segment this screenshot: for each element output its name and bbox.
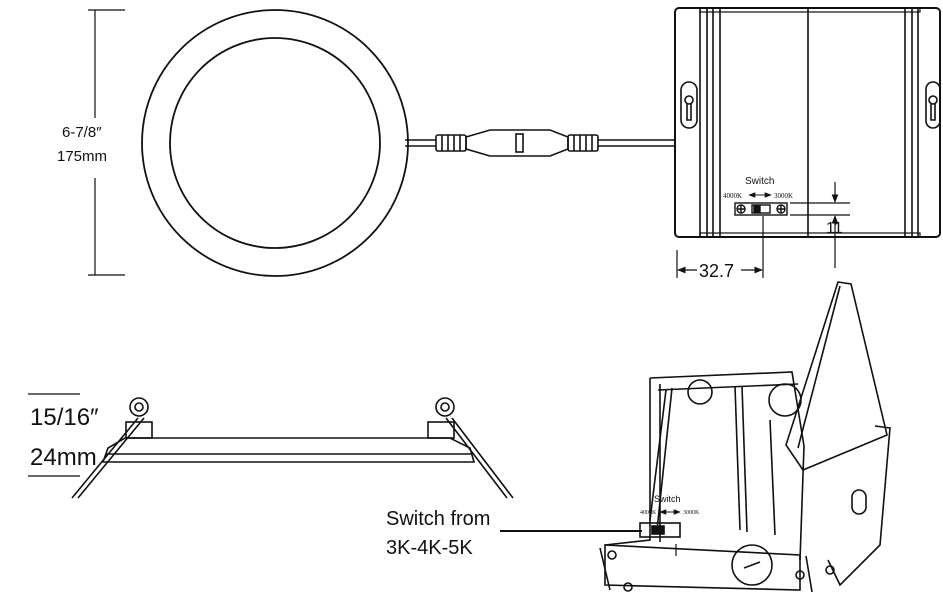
box-front-wall xyxy=(604,544,801,591)
callout-line2: 3K-4K-5K xyxy=(386,537,473,559)
spring-clip-right xyxy=(445,417,514,499)
iso-switch-right-label: 3000K xyxy=(683,510,700,516)
keyhole-right xyxy=(925,81,941,129)
panel-inner-ring xyxy=(169,37,381,249)
cable-connector xyxy=(405,129,675,157)
open-lid xyxy=(785,281,888,471)
iso-switch-title: Switch xyxy=(654,494,681,504)
profile-body xyxy=(101,437,476,463)
top-view-group: 6-7/8″ 175mm xyxy=(57,9,675,277)
iso-switch-left-label: 4000K xyxy=(640,510,657,516)
box-switch-body xyxy=(734,202,788,216)
side-profile: 15/16″ 24mm xyxy=(28,393,514,499)
callout-line1: Switch from xyxy=(386,508,490,530)
isometric-junction-box xyxy=(599,281,891,593)
height-fraction-label: 15/16″ xyxy=(30,404,99,431)
height-dim-label: 11 xyxy=(826,220,843,237)
diameter-metric-label: 175mm xyxy=(57,148,107,165)
height-metric-label: 24mm xyxy=(30,444,97,471)
keyhole-left xyxy=(680,81,698,129)
panel-outer-ring xyxy=(141,9,409,277)
box-switch-title: Switch xyxy=(745,176,774,187)
spring-clip-left xyxy=(71,417,145,499)
diameter-fraction-label: 6-7/8″ xyxy=(62,124,102,141)
offset-dim-label: 32.7 xyxy=(699,261,734,281)
knockout xyxy=(731,544,773,586)
box-switch-right-label: 3000K xyxy=(774,192,793,200)
box-switch-left-label: 4000K xyxy=(723,192,742,200)
junction-box-front: Switch 4000K 3000K 32.7 11 xyxy=(674,7,941,281)
